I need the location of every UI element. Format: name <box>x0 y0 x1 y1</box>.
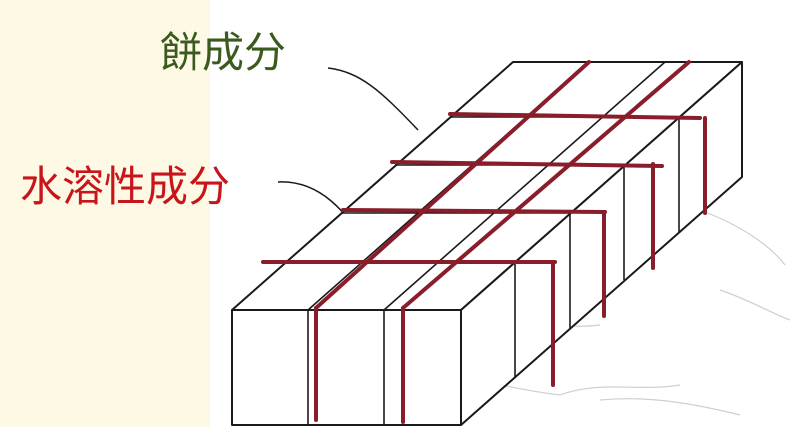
leader-line-mochi <box>327 67 419 131</box>
thread-longitudinal-2 <box>401 60 691 310</box>
block-front-face <box>231 309 462 426</box>
block-side-face <box>460 61 743 426</box>
mochi-component-label: 餅成分 <box>160 28 287 77</box>
water-soluble-threads <box>261 60 707 424</box>
water-soluble-component-label: 水溶性成分 <box>20 162 231 211</box>
thread-transverse-2 <box>341 208 607 214</box>
thread-longitudinal-1 <box>314 60 591 310</box>
thread-transverse-4 <box>448 112 702 120</box>
thread-transverse-3 <box>390 160 664 168</box>
